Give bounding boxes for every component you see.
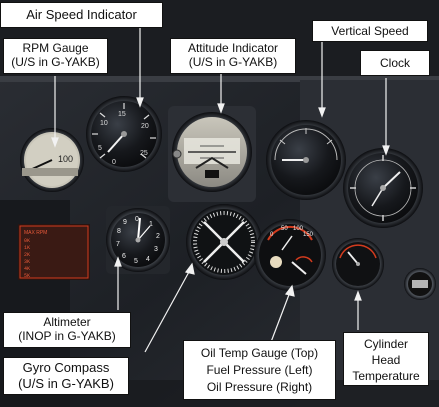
label-cylinder-line-2: Head (371, 353, 401, 367)
asi-tick-15: 15 (118, 111, 126, 118)
label-rpm-line-2: (U/S in G-YAKB) (11, 55, 100, 69)
oil-dial-50: 50 (281, 226, 288, 232)
rpm-dial-label: 100 (58, 154, 73, 164)
alt-dial-5: 5 (134, 258, 138, 265)
placard-row-3: 2K (24, 252, 30, 258)
label-gyro-compass: Gyro Compass (U/S in G-YAKB) (3, 357, 129, 395)
label-attitude-line-2: (U/S in G-YAKB) (188, 55, 278, 69)
label-oil-line-2: Fuel Pressure (Left) (206, 363, 313, 377)
placard-row-6: 5K (24, 273, 30, 279)
alt-dial-9: 9 (123, 219, 127, 226)
placard-row-2: 1K (24, 245, 30, 251)
label-rpm-gauge: RPM Gauge (U/S in G-YAKB) (3, 38, 108, 74)
oil-combo-gauge: 0 50 100 150 (254, 219, 326, 291)
oil-dial-150: 150 (303, 232, 314, 238)
label-attitude-indicator: Attitude Indicator (U/S in G-YAKB) (170, 38, 296, 74)
alt-dial-7: 7 (116, 241, 120, 248)
placard: MAX RPM 0K 1K 2K 3K 4K 5K (18, 224, 90, 280)
altimeter-gauge: 0 1 2 3 4 5 6 7 8 9 (106, 206, 170, 274)
label-gyro-line-1: Gyro Compass (22, 360, 110, 375)
alt-dial-2: 2 (156, 233, 160, 240)
label-cylinder-line-1: Cylinder (363, 337, 408, 351)
label-oil-gauges: Oil Temp Gauge (Top) Fuel Pressure (Left… (183, 340, 336, 400)
alt-dial-4: 4 (146, 256, 150, 263)
asi-tick-5: 5 (98, 145, 102, 152)
label-air-speed-indicator: Air Speed Indicator (0, 2, 163, 28)
asi-tick-20: 20 (141, 123, 149, 130)
label-rpm-line-1: RPM Gauge (22, 41, 89, 55)
vertical-speed-indicator (266, 120, 346, 200)
clock-gauge (343, 148, 423, 228)
alt-dial-6: 6 (122, 253, 126, 260)
placard-row-4: 3K (24, 259, 30, 265)
oil-dial-100: 100 (293, 226, 304, 232)
panel-top-edge (0, 76, 439, 82)
placard-row-1: 0K (24, 238, 30, 244)
label-altimeter: Altimeter (INOP in G-YAKB) (3, 312, 131, 348)
alt-dial-8: 8 (117, 228, 121, 235)
label-cylinder-head-temperature: Cylinder Head Temperature (343, 332, 429, 386)
oil-dial-0: 0 (270, 232, 274, 238)
cylinder-head-temp-gauge (332, 238, 384, 290)
placard-row-5: 4K (24, 266, 30, 272)
label-clock: Clock (360, 50, 430, 76)
alt-dial-0: 0 (135, 216, 139, 223)
attitude-knob (172, 149, 182, 159)
pointer-lines (51, 12, 390, 353)
alt-dial-3: 3 (154, 246, 158, 253)
asi-tick-0: 0 (112, 159, 116, 166)
label-altimeter-line-1: Altimeter (43, 315, 91, 329)
label-vertical-speed: Vertical Speed (312, 20, 428, 42)
right-small-gauge (404, 268, 436, 300)
attitude-indicator (168, 106, 256, 202)
asi-tick-25: 25 (140, 150, 148, 157)
air-speed-indicator: 0 5 10 15 20 25 (86, 96, 162, 172)
label-attitude-line-1: Attitude Indicator (187, 41, 279, 55)
label-cylinder-line-3: Temperature (352, 369, 420, 383)
alt-dial-1: 1 (149, 221, 153, 228)
rpm-gauge: 100 (20, 128, 84, 192)
label-gyro-line-2: (U/S in G-YAKB) (18, 376, 114, 391)
placard-title: MAX RPM (24, 230, 47, 236)
asi-tick-10: 10 (100, 120, 108, 127)
label-altimeter-line-2: (INOP in G-YAKB) (18, 329, 116, 343)
label-oil-line-3: Oil Pressure (Right) (206, 380, 313, 394)
label-oil-line-1: Oil Temp Gauge (Top) (200, 346, 319, 360)
gyro-compass (186, 204, 262, 280)
